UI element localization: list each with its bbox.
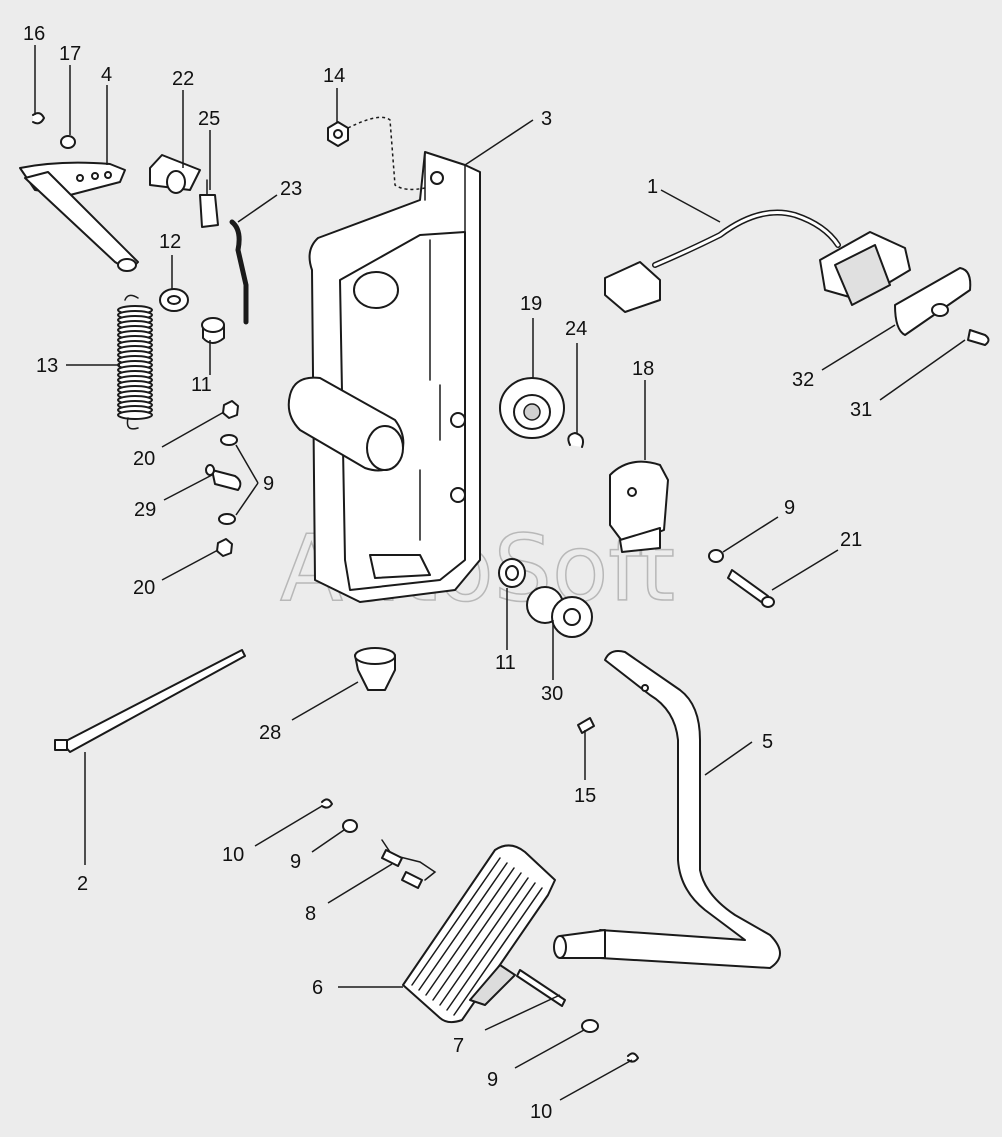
part-19-bearing: [499, 377, 565, 439]
pedal-rib: [418, 862, 508, 991]
part-3-bracket: [287, 151, 481, 603]
callout-11-lower: 11: [495, 652, 516, 674]
pedal-ribs: [411, 857, 543, 1016]
part-30-bushing: [526, 586, 593, 638]
part-22-sensor: [149, 154, 201, 194]
callout-8: 8: [305, 903, 316, 925]
part-4-lever: [19, 161, 139, 272]
part-17-washer: [60, 135, 76, 149]
callout-7: 7: [453, 1035, 464, 1057]
callout-13: 13: [36, 355, 58, 377]
callout-15: 15: [574, 785, 596, 807]
part-10-clip-upper: [321, 798, 333, 809]
callout-18: 18: [632, 358, 654, 380]
callout-28: 28: [259, 722, 281, 744]
part-21-bolt: [727, 569, 775, 608]
callout-30: 30: [541, 683, 563, 705]
part-20-nut-upper: [222, 400, 239, 419]
callout-19: 19: [520, 293, 542, 315]
part-8-spring: [381, 839, 437, 889]
callout-4: 4: [101, 64, 112, 86]
callout-20-lower: 20: [133, 577, 155, 599]
part-7-pin: [516, 969, 566, 1007]
callout-20-upper: 20: [133, 448, 155, 470]
callout-22: 22: [172, 68, 194, 90]
part-11-bushing-lower: [498, 558, 526, 588]
callout-9-right: 9: [784, 497, 795, 519]
part-29-pin: [205, 464, 242, 491]
callout-10-upper: 10: [222, 844, 244, 866]
pedal-rib: [453, 887, 543, 1016]
part-6-pedal-pad: [402, 844, 556, 1024]
callout-24: 24: [565, 318, 587, 340]
part-24-ring: [567, 432, 585, 448]
part-23-rod: [229, 219, 249, 325]
pedal-rib: [411, 857, 501, 986]
callout-23: 23: [280, 178, 302, 200]
callout-29: 29: [134, 499, 156, 521]
part-12-washer: [159, 288, 189, 312]
pedal-rib: [432, 872, 522, 1001]
callout-21: 21: [840, 529, 862, 551]
part-2-cable-tie: [54, 649, 246, 753]
part-13-spring: [117, 294, 153, 430]
spring-coil: [117, 410, 153, 420]
leader-lines: [34, 45, 966, 1101]
part-31-screw: [967, 329, 990, 346]
callout-2: 2: [77, 873, 88, 895]
part-32-cover: [894, 267, 972, 336]
part-25-connector: [199, 179, 219, 228]
callout-17: 17: [59, 43, 81, 65]
callout-31: 31: [850, 399, 872, 421]
callout-10-lower: 10: [530, 1101, 552, 1123]
callout-16: 16: [23, 23, 45, 45]
part-9-washer-c: [708, 549, 724, 563]
part-9-washer-d: [342, 819, 358, 833]
callout-9-left: 9: [263, 473, 274, 495]
part-28-grommet: [354, 647, 396, 691]
callout-12: 12: [159, 231, 181, 253]
callout-3: 3: [541, 108, 552, 130]
callout-5: 5: [762, 731, 773, 753]
pedal-rib: [425, 867, 515, 996]
callout-9-lower: 9: [290, 851, 301, 873]
part-9-washer-b: [218, 513, 236, 525]
spring-hook: [124, 294, 139, 430]
part-16-clip: [32, 112, 45, 125]
callout-labels: 16 17 4 22 25 14 3 23 1 12 13 11 19 24 1…: [23, 23, 872, 1123]
pedal-rib: [439, 877, 529, 1006]
pedal-rib: [446, 882, 536, 1011]
part-9-washer-e: [581, 1019, 599, 1033]
callout-6: 6: [312, 977, 323, 999]
callout-32: 32: [792, 369, 814, 391]
callout-25: 25: [198, 108, 220, 130]
callout-11-upper: 11: [191, 374, 212, 396]
part-20-nut-lower: [216, 538, 233, 557]
part-14-nut: [327, 116, 426, 191]
callout-14: 14: [323, 65, 345, 87]
part-10-clip-lower: [627, 1052, 639, 1063]
part-18-cover: [609, 460, 669, 553]
callout-9-bottom: 9: [487, 1069, 498, 1091]
part-5-pedal-arm: [553, 650, 781, 969]
callout-1: 1: [647, 176, 658, 198]
part-1-harness: [604, 209, 911, 313]
part-11-bushing-upper: [201, 317, 225, 344]
part-9-washer-a: [220, 434, 238, 446]
part-15-pin: [577, 717, 595, 734]
